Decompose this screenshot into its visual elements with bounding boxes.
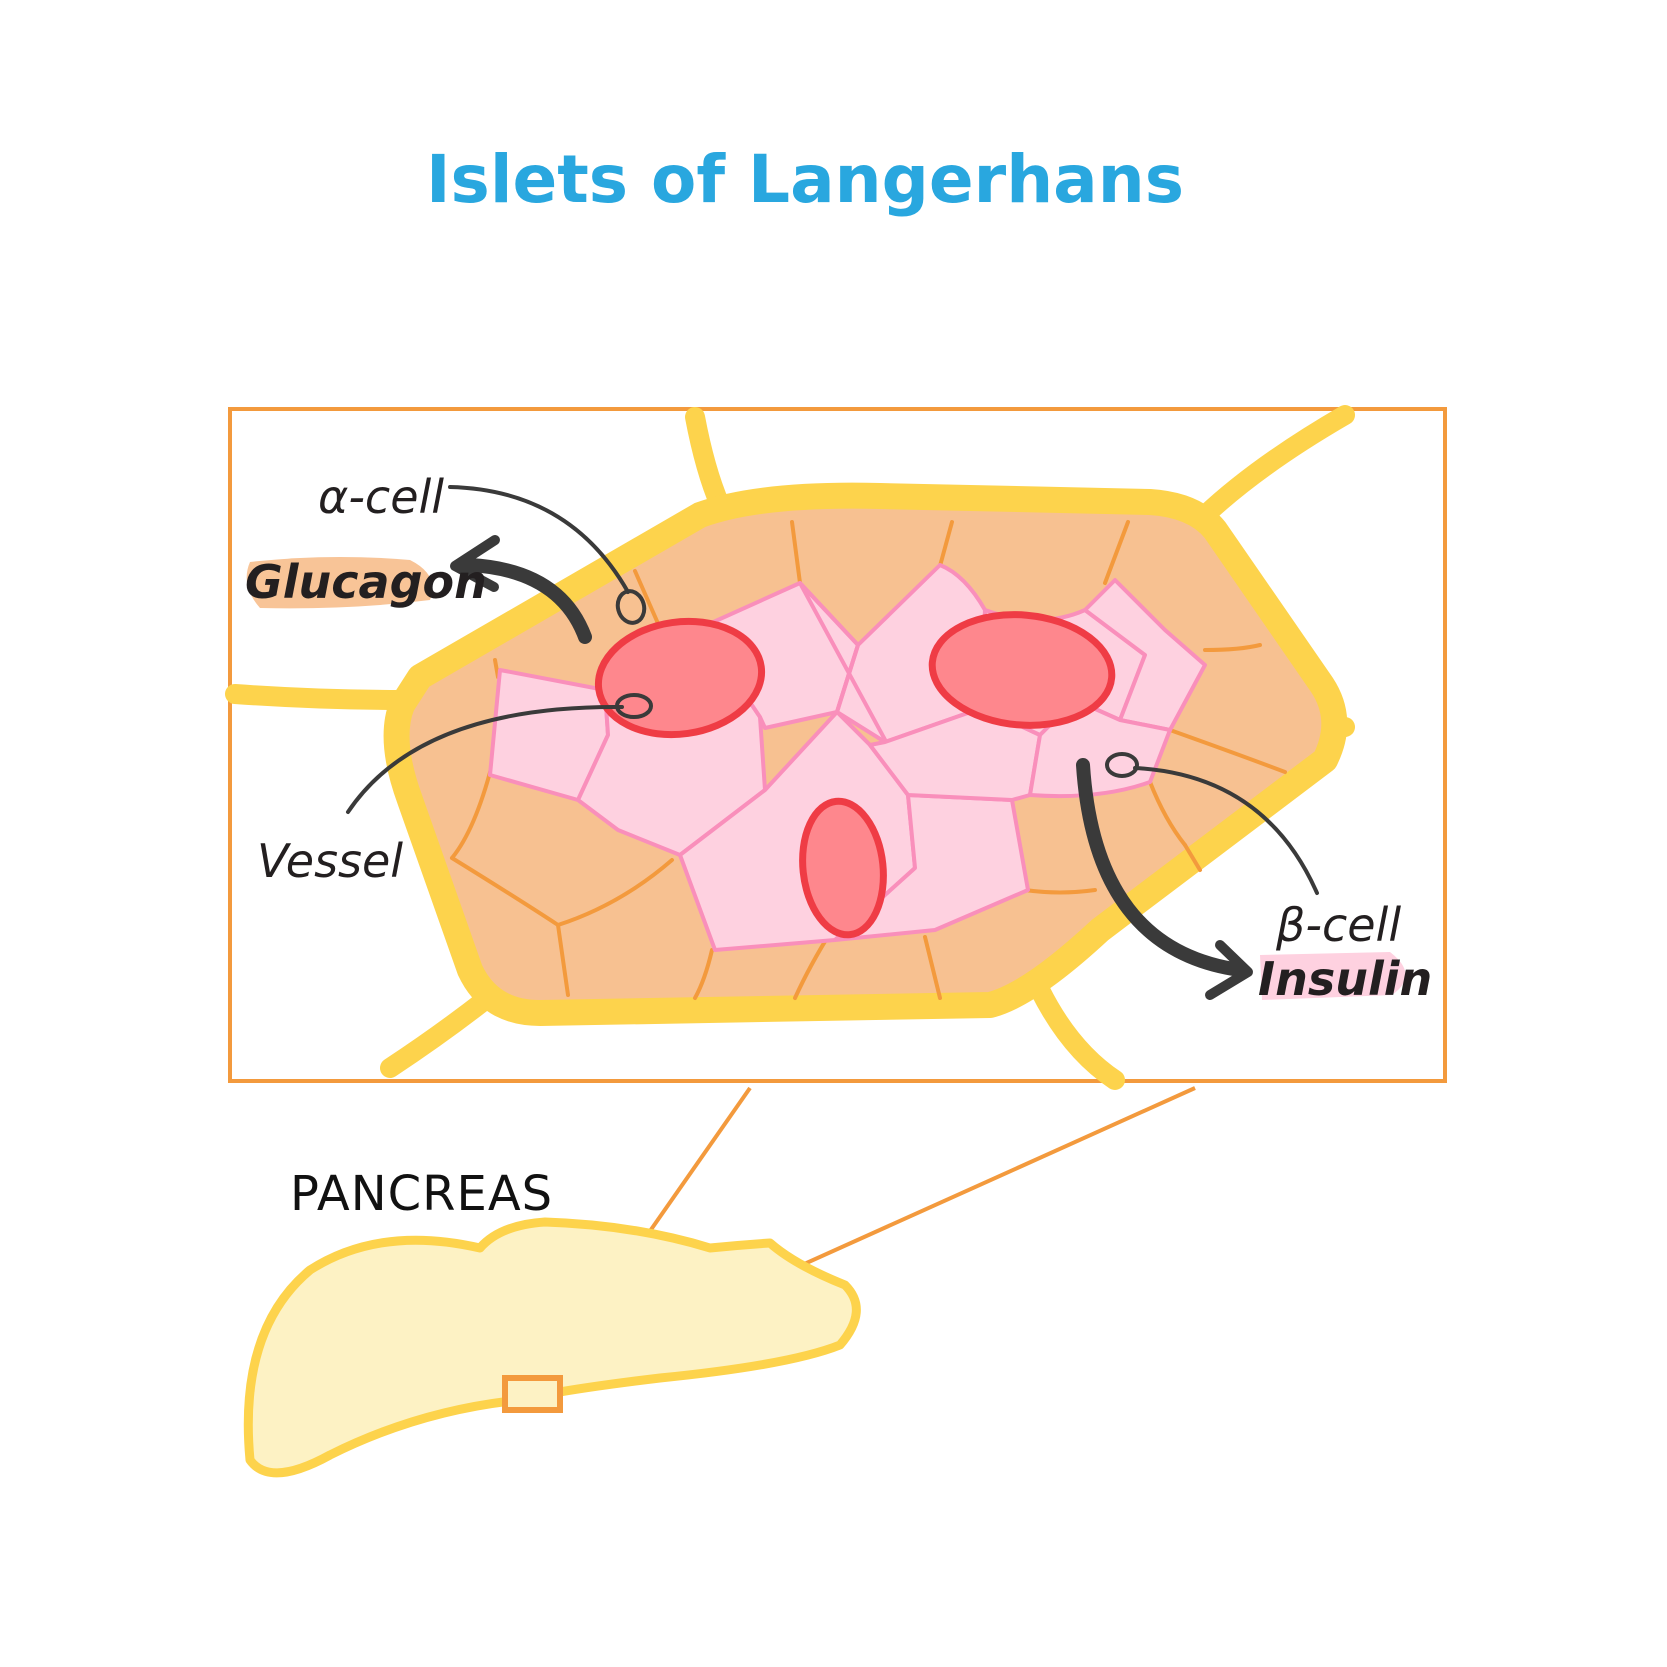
red-vessel-right <box>928 611 1116 729</box>
pancreas: PANCREAS <box>243 1166 861 1478</box>
islet-cell-membranes <box>450 520 1287 1000</box>
glucagon-arrowhead <box>450 535 500 592</box>
insulin-label: Insulin <box>1258 952 1432 1006</box>
insulin-highlight <box>1260 952 1406 1000</box>
pancreas-sample-box <box>502 1375 563 1413</box>
alpha-cell-marker <box>615 589 647 625</box>
alpha-cell-pointer <box>448 485 630 594</box>
red-vessels <box>594 611 1116 939</box>
alpha-cell-label: α-cell <box>318 470 444 524</box>
vessel-marker <box>615 693 653 719</box>
pancreas-shape <box>243 1217 861 1478</box>
glucagon-arrow <box>463 558 592 644</box>
red-vessel-center <box>799 797 887 939</box>
beta-cell-pointer <box>1133 766 1319 895</box>
vessel-pointer <box>346 704 624 814</box>
insulin-arrow <box>1076 758 1247 977</box>
beta-cell-marker <box>1105 752 1139 778</box>
beta-cell-label: β-cell <box>1275 898 1401 952</box>
glucagon-label: Glucagon <box>245 555 487 609</box>
pancreas-label: PANCREAS <box>290 1166 553 1222</box>
insulin-arrowhead <box>1205 940 1253 1000</box>
magnified-view: α-cell Glucagon Vessel β-cell Insulin <box>225 405 1447 1090</box>
vessel-label: Vessel <box>257 834 403 888</box>
page-title: Islets of Langerhans <box>426 141 1184 218</box>
red-vessel-left <box>594 617 766 739</box>
glucagon-highlight <box>246 556 433 609</box>
